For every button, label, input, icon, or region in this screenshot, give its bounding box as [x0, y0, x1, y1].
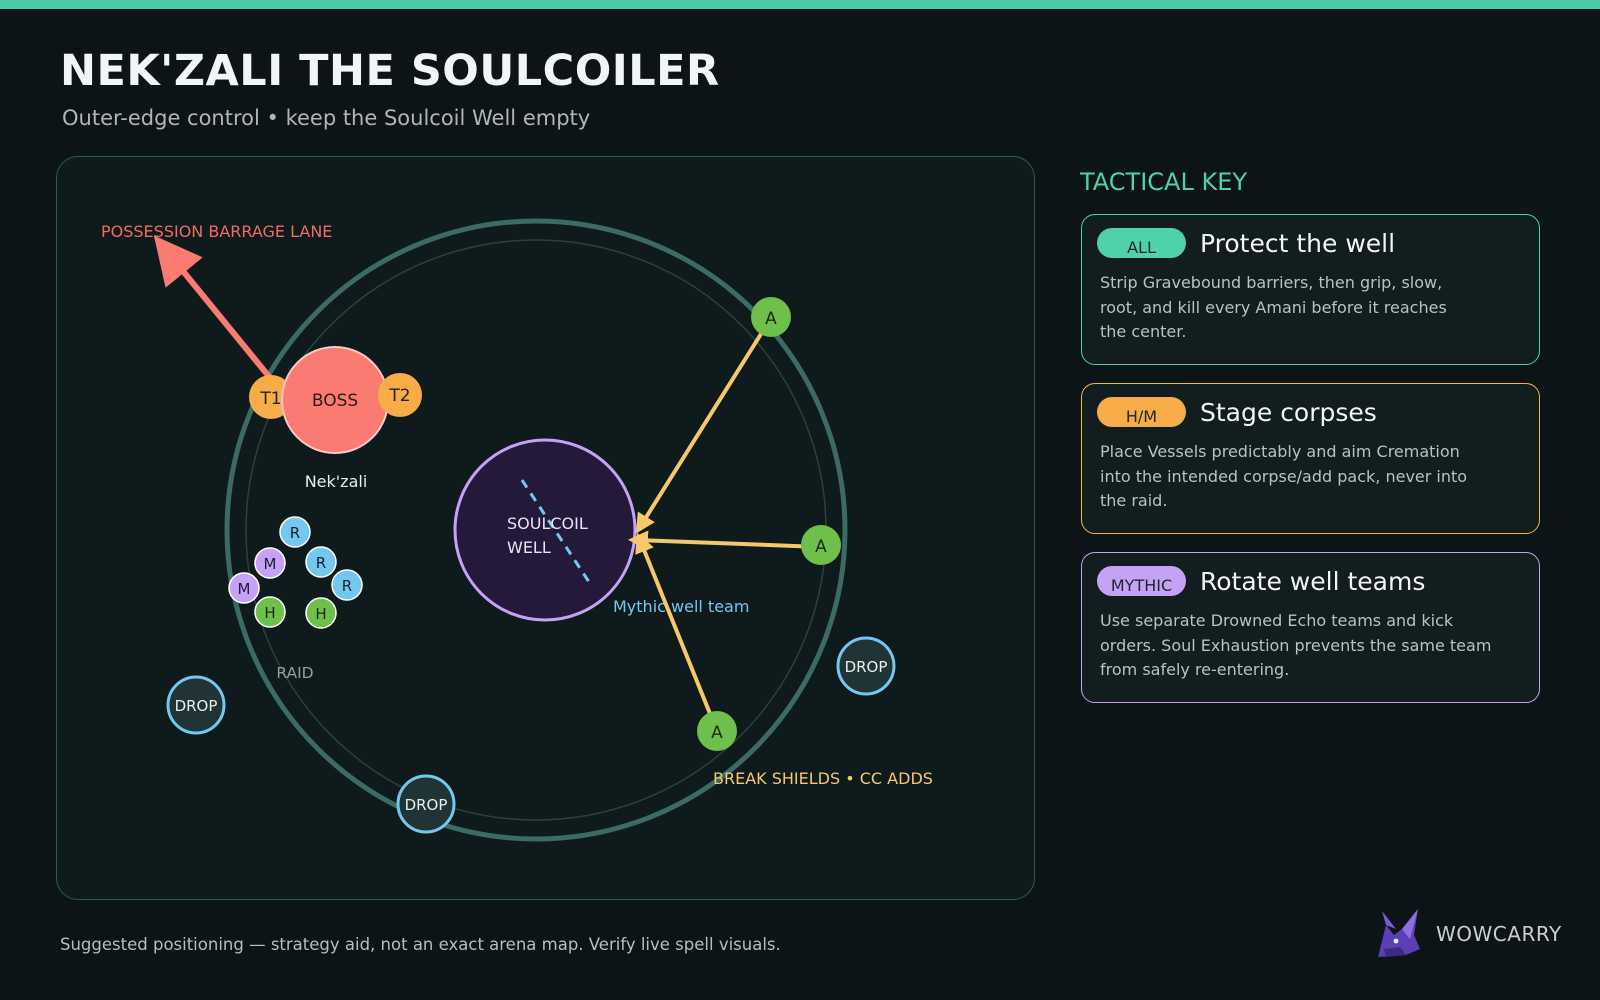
- break-shields-label: BREAK SHIELDS • CC ADDS: [713, 769, 933, 788]
- drop-label-bottom: DROP: [405, 796, 448, 814]
- key-card-protect-well: ALL Protect the well Strip Gravebound ba…: [1081, 214, 1540, 365]
- well-label-line1: SOULCOIL: [507, 514, 588, 533]
- raid-label-m2: M: [238, 580, 251, 598]
- well-label-line2: WELL: [507, 538, 551, 557]
- tank-2-marker: [378, 373, 422, 417]
- footer-disclaimer: Suggested positioning — strategy aid, no…: [60, 935, 781, 954]
- mythic-team-path: [520, 479, 593, 586]
- arena-diagram: POSSESSION BARRAGE LANE T1 BOSS T2 Nek'z…: [101, 218, 933, 842]
- raid-healer-2: [305, 597, 337, 629]
- drop-label-right: DROP: [845, 658, 888, 676]
- raid-label-r2: R: [316, 554, 326, 572]
- key-card-stage-corpses: H/M Stage corpses Place Vessels predicta…: [1081, 383, 1540, 534]
- tank-1-label: T1: [259, 389, 281, 409]
- drop-zone-right: [836, 636, 896, 696]
- raid-healer-1: [254, 596, 286, 628]
- badge-hm: H/M: [1097, 397, 1186, 427]
- fox-logo-icon: [1378, 909, 1420, 957]
- add-marker-right: [801, 525, 841, 565]
- raid-label: RAID: [276, 664, 313, 682]
- add-path-top: [635, 316, 773, 534]
- add-label-bottom: A: [711, 723, 723, 743]
- add-path-bottom: [635, 532, 719, 732]
- add-label-right: A: [815, 537, 827, 557]
- add-label-top: A: [765, 309, 777, 329]
- arena-outer-ring: [224, 218, 848, 842]
- card-body: Place Vessels predictably and aim Cremat…: [1100, 442, 1468, 510]
- page-title: NEK'ZALI THE SOULCOILER: [60, 46, 720, 96]
- raid-label-h1: H: [264, 604, 275, 622]
- brand: WOWCARRY: [1372, 905, 1572, 961]
- raid-ranged-3: [331, 569, 363, 601]
- card-body: Strip Gravebound barriers, then grip, sl…: [1100, 273, 1447, 341]
- barrage-lane-label: POSSESSION BARRAGE LANE: [101, 222, 332, 241]
- tactical-key-heading: TACTICAL KEY: [1080, 168, 1248, 196]
- key-card-rotate-teams: MYTHIC Rotate well teams Use separate Dr…: [1081, 552, 1540, 703]
- tank-2-label: T2: [388, 386, 410, 406]
- drop-zone-left: [166, 675, 226, 735]
- card-title: Stage corpses: [1200, 398, 1377, 427]
- card-body: Use separate Drowned Echo teams and kick…: [1100, 611, 1492, 679]
- boss-name-label: Nek'zali: [305, 472, 368, 491]
- arena-map: POSSESSION BARRAGE LANE T1 BOSS T2 Nek'z…: [56, 156, 1035, 900]
- drop-label-left: DROP: [175, 697, 218, 715]
- raid-ranged-1: [279, 516, 311, 548]
- top-accent-bar: [0, 0, 1600, 9]
- raid-label-r1: R: [290, 524, 300, 542]
- raid-ranged-2: [305, 546, 337, 578]
- page-subtitle: Outer-edge control • keep the Soulcoil W…: [62, 106, 591, 130]
- badge-mythic: MYTHIC: [1097, 566, 1186, 596]
- drop-zone-bottom: [396, 774, 456, 834]
- add-marker-bottom: [697, 711, 737, 751]
- raid-melee-1: [254, 547, 286, 579]
- raid-melee-2: [228, 572, 260, 604]
- brand-name: WOWCARRY: [1436, 922, 1562, 946]
- raid-label-r3: R: [342, 577, 352, 595]
- raid-label-m1: M: [264, 555, 277, 573]
- add-marker-top: [751, 297, 791, 337]
- card-title: Rotate well teams: [1200, 567, 1426, 596]
- mythic-team-label: Mythic well team: [613, 597, 749, 616]
- raid-label-h2: H: [315, 605, 326, 623]
- add-path-right: [628, 530, 822, 551]
- soulcoil-well: [453, 438, 637, 622]
- badge-all: ALL: [1097, 228, 1186, 258]
- boss-label: BOSS: [312, 391, 358, 411]
- card-title: Protect the well: [1200, 229, 1396, 258]
